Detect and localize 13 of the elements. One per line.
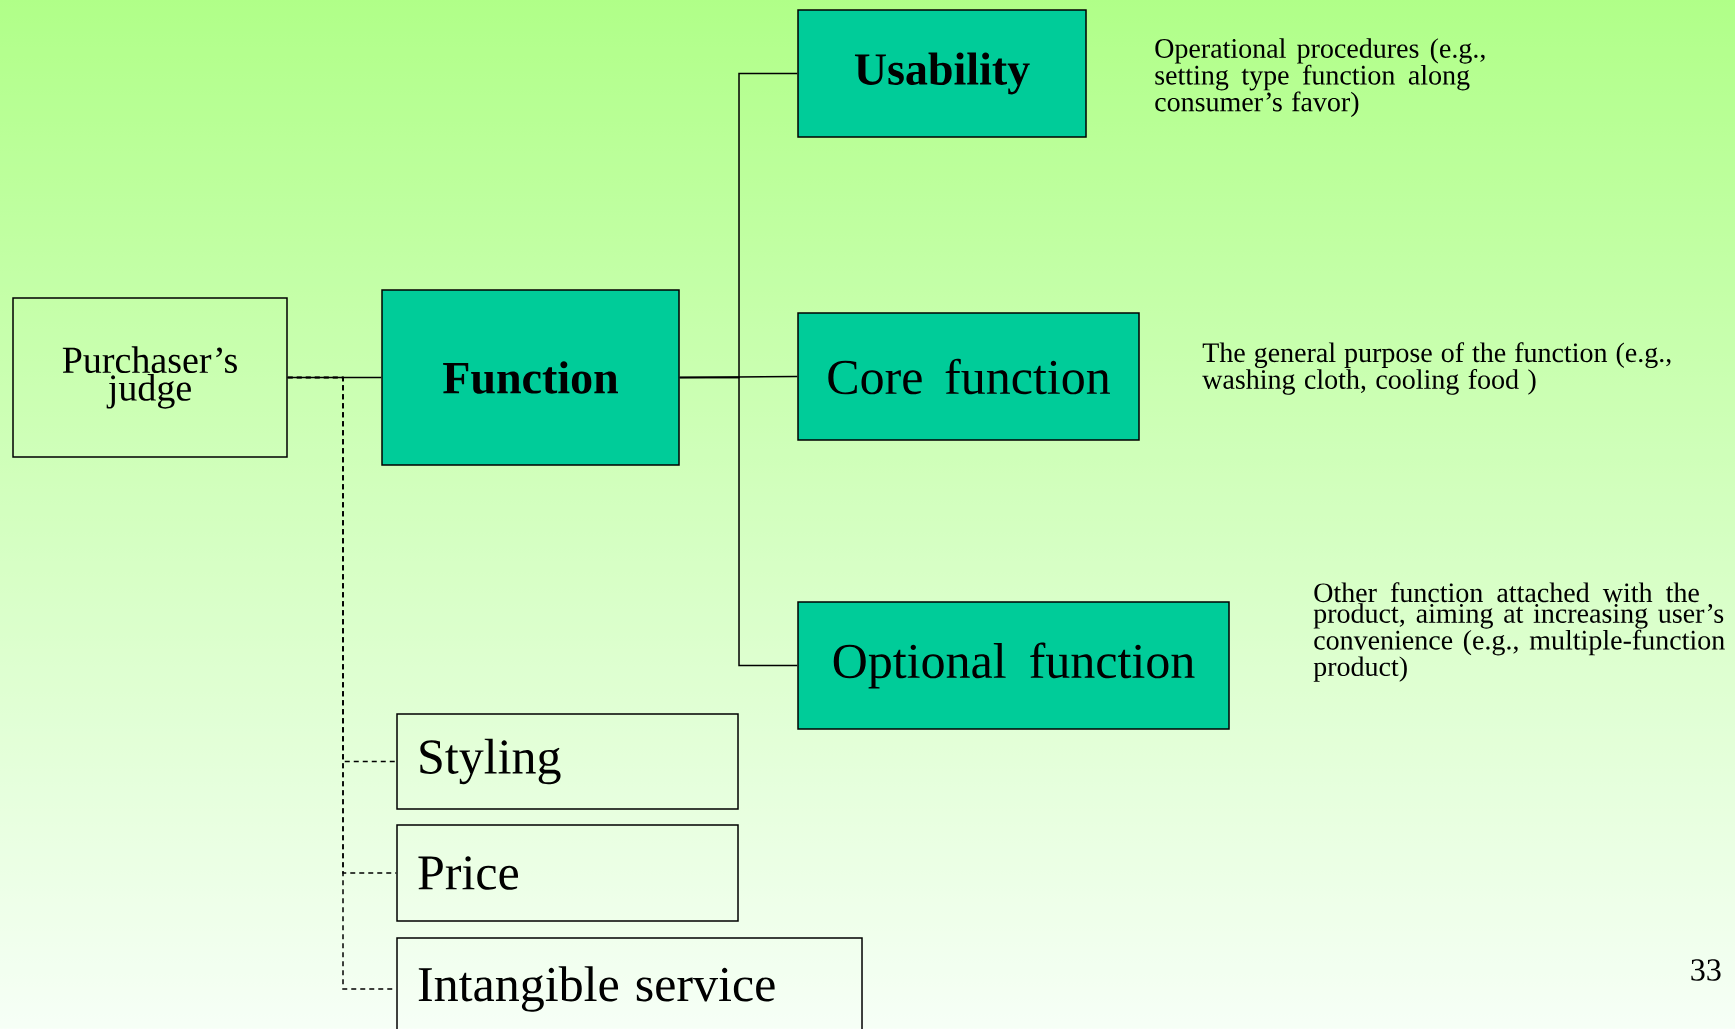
function-box: Usability (797, 9, 1087, 138)
function-box: Core function (797, 312, 1140, 441)
description-text: Operational procedures (e.g., setting type function along consumer’s favor) (1155, 38, 1485, 118)
factor-box: Styling (396, 713, 739, 810)
function-box: Function (381, 289, 680, 466)
description-text: The general purpose of the function (e.g., washing cloth, cooling food ) (1202, 342, 1671, 395)
factor-box: Intangible service (396, 937, 863, 1029)
page-number: 33 (1691, 959, 1721, 981)
factor-box: Purchaser’s judge (12, 297, 288, 458)
function-box: Optional function (797, 601, 1230, 730)
factor-box: Price (396, 824, 739, 922)
connector-line (679, 376, 798, 667)
description-text: Other function attached with the product, aiming at increasing user’s convenience (e.g., multiple-function product) (1313, 582, 1725, 682)
